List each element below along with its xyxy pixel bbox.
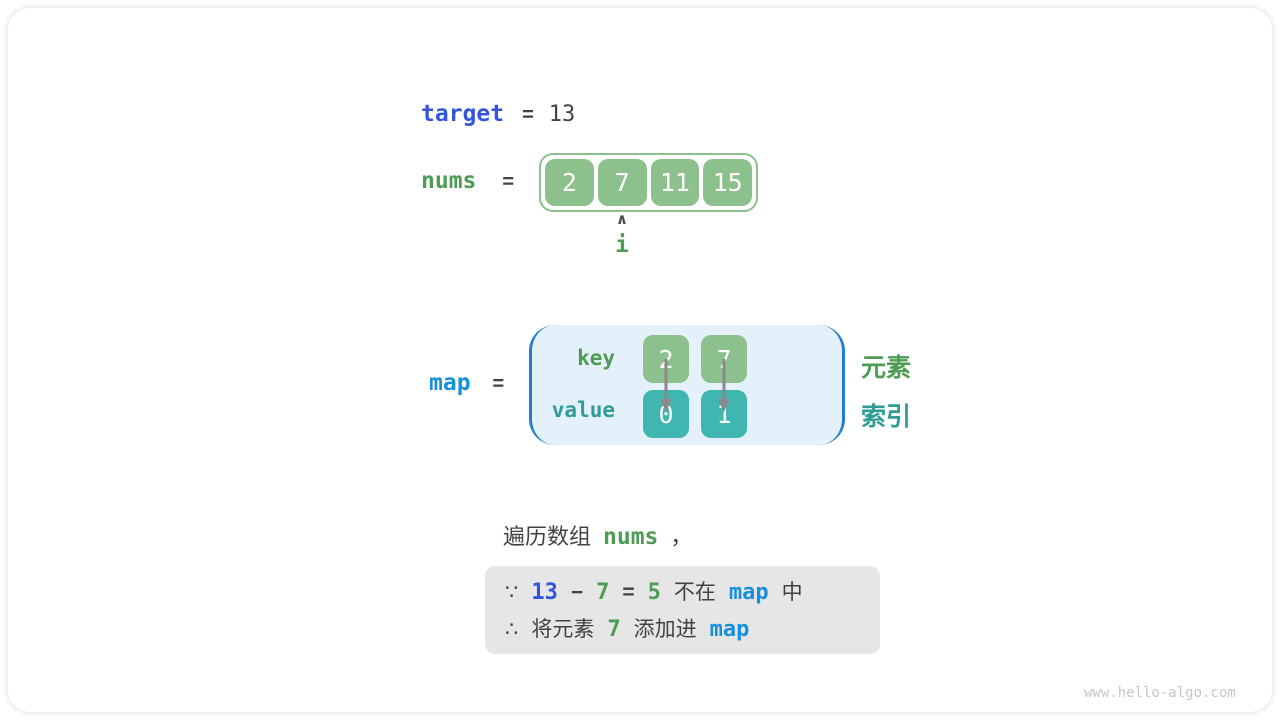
key-to-value-arrow-icon <box>718 359 730 412</box>
note-segment: 将元素 <box>531 618 595 641</box>
note-segment: − <box>570 581 584 604</box>
watermark: www.hello-algo.com <box>1084 685 1236 701</box>
array-cell: 2 <box>545 159 594 206</box>
traverse-sentence: 遍历数组 nums ， <box>503 519 692 551</box>
note-segment: 不在 <box>673 581 716 604</box>
index-side-label: 索引 <box>861 403 912 431</box>
note-segment: = <box>622 581 635 604</box>
note-segment: 添加进 <box>633 618 697 641</box>
note-segment: 中 <box>781 581 803 604</box>
note-segment: map <box>728 580 769 605</box>
target-line: target = 13 <box>421 101 575 127</box>
sentence-segment: nums <box>603 524 659 550</box>
pointer-label: i <box>615 232 629 258</box>
array-cell: 11 <box>650 159 700 206</box>
note-segment: map <box>709 617 750 642</box>
note-line-2: ∴ 将元素 7 添加进 map <box>505 613 880 650</box>
note-segment: ∵ <box>505 581 519 604</box>
array-cell: 15 <box>703 159 752 206</box>
nums-line: nums = <box>421 168 514 194</box>
map-equals-sign: = <box>492 373 505 395</box>
map-var-label: map <box>429 370 471 396</box>
sentence-segment: 遍历数组 <box>503 524 592 549</box>
map-line: map = <box>429 370 504 396</box>
key-to-value-arrow-icon <box>660 359 672 412</box>
sentence-segment: ， <box>670 524 693 549</box>
nums-equals-sign: = <box>502 171 515 193</box>
nums-var-label: nums <box>421 168 477 194</box>
pointer-caret-icon: ∧ <box>615 211 629 228</box>
note-segment: 5 <box>647 580 661 605</box>
element-side-label: 元素 <box>861 354 912 382</box>
note-segment: ∴ <box>505 618 519 641</box>
note-segment: 7 <box>596 580 610 605</box>
map-key-label: key <box>577 346 615 370</box>
target-equals-sign: = <box>522 104 534 126</box>
map-value-cell: 0 <box>643 390 689 438</box>
note-segment: 13 <box>531 580 558 605</box>
target-var-label: target <box>421 101 505 127</box>
target-value: 13 <box>548 102 576 127</box>
note-segment: 7 <box>607 617 621 642</box>
map-value-label: value <box>551 398 615 422</box>
array-cell: 7 <box>597 159 647 206</box>
note-line-1: ∵ 13−7 = 5 不在 map 中 <box>505 576 880 613</box>
